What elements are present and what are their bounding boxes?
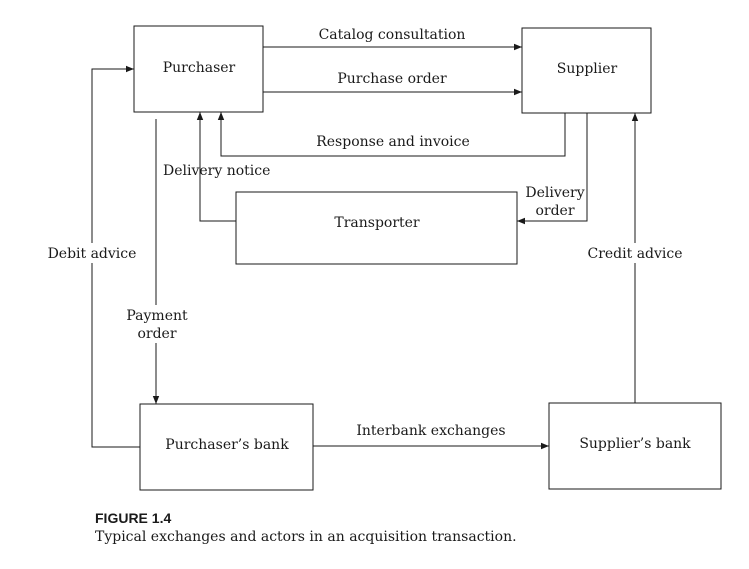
purchase-order-label: Purchase order xyxy=(337,71,447,87)
debit-advice-label: Debit advice xyxy=(48,246,137,262)
delivery-order-label-line1: Delivery xyxy=(525,185,584,201)
suppliers-bank-label: Supplier’s bank xyxy=(579,436,691,452)
figure-number: FIGURE 1.4 xyxy=(95,510,172,526)
catalog-consultation-label: Catalog consultation xyxy=(319,27,466,43)
response-and-invoice-label: Response and invoice xyxy=(316,134,470,150)
delivery-order-arrow xyxy=(517,113,588,225)
purchasers-bank-label: Purchaser’s bank xyxy=(165,437,289,453)
payment-order-label-bg xyxy=(126,305,188,343)
payment-order-label-line1: Payment xyxy=(126,308,188,324)
credit-advice-label: Credit advice xyxy=(587,246,682,262)
delivery-notice-arrow xyxy=(196,112,236,222)
response-and-invoice-arrow xyxy=(217,112,566,157)
transporter-label: Transporter xyxy=(334,215,420,231)
debit-advice-label-bg xyxy=(52,243,132,263)
credit-advice-label-bg xyxy=(590,243,680,263)
supplier-label: Supplier xyxy=(557,61,618,77)
delivery-order-label-line2: order xyxy=(535,203,574,219)
interbank-exchanges-label: Interbank exchanges xyxy=(356,423,505,439)
payment-order-label-line2: order xyxy=(137,326,176,342)
figure-caption: Typical exchanges and actors in an acqui… xyxy=(95,529,517,545)
transporter-box xyxy=(235,191,518,265)
delivery-notice-label: Delivery notice xyxy=(163,163,270,179)
purchaser-label: Purchaser xyxy=(163,60,236,76)
